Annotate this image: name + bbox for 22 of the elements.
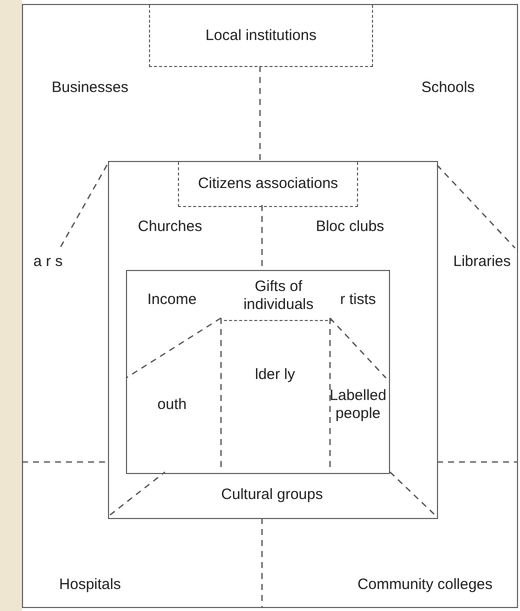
region-label: Income: [146, 291, 198, 309]
box-heading: Gifts of individuals: [242, 278, 315, 314]
region-label: Churches: [136, 218, 204, 236]
box-heading: Local institutions: [204, 26, 318, 44]
outer-box: [22, 4, 518, 608]
region-label: Bloc clubs: [314, 218, 386, 236]
box-heading: Citizens associations: [196, 175, 340, 193]
region-label: outh: [156, 396, 188, 414]
region-label: Community colleges: [356, 576, 494, 594]
individual-box: [126, 270, 390, 474]
region-label: Cultural groups: [220, 486, 324, 504]
institution-box: [149, 5, 373, 67]
association-header-box: [178, 162, 358, 207]
region-label: Hospitals: [58, 576, 122, 594]
region-label: Labelled people: [328, 387, 388, 423]
region-label: r tists: [339, 291, 377, 309]
region-label: lder ly: [254, 366, 296, 384]
region-label: Libraries: [452, 253, 512, 271]
region-label: Businesses: [50, 79, 130, 97]
region-label: Schools: [420, 79, 476, 97]
region-label: a r s: [32, 253, 64, 271]
association-box: [108, 161, 438, 519]
